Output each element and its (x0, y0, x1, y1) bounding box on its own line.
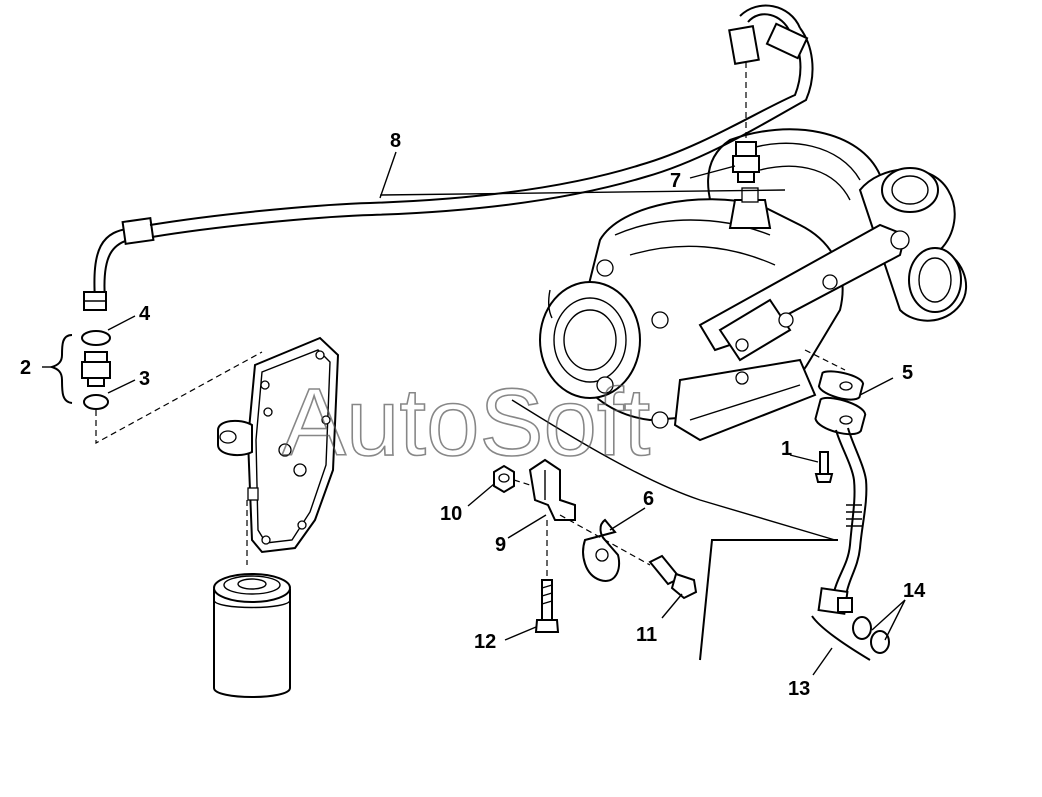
oil-filter-head (217, 336, 340, 565)
callout-7: 7 (670, 170, 681, 192)
callout-14: 14 (903, 580, 926, 602)
oil-filter-cartridge (213, 573, 291, 698)
callout-3: 3 (139, 368, 150, 390)
callout-11: 11 (636, 624, 657, 646)
callout-13: 13 (788, 678, 810, 700)
callout-2: 2 (20, 357, 31, 379)
oil-return-pipe (804, 349, 890, 661)
watermark-text: AutoSoft (282, 369, 650, 476)
adapter-fitting-stack (48, 330, 263, 445)
turbocharger (539, 128, 967, 442)
callout-1: 1 (781, 438, 792, 460)
callout-8: 8 (390, 130, 401, 152)
callout-10: 10 (440, 503, 462, 525)
callout-4: 4 (139, 303, 151, 325)
callout-labels: 1 2 3 4 5 6 7 8 9 10 11 12 13 14 (20, 130, 926, 700)
section-lines (511, 399, 838, 661)
connector-fitting-7 (732, 62, 760, 183)
oil-feed-line (83, 4, 814, 311)
bolt-1 (814, 451, 834, 483)
bracket-assembly (493, 458, 698, 633)
callout-5: 5 (902, 362, 913, 384)
leader-lines (42, 151, 906, 676)
callout-9: 9 (495, 534, 506, 556)
callout-12: 12 (474, 631, 496, 653)
callout-6: 6 (643, 488, 654, 510)
